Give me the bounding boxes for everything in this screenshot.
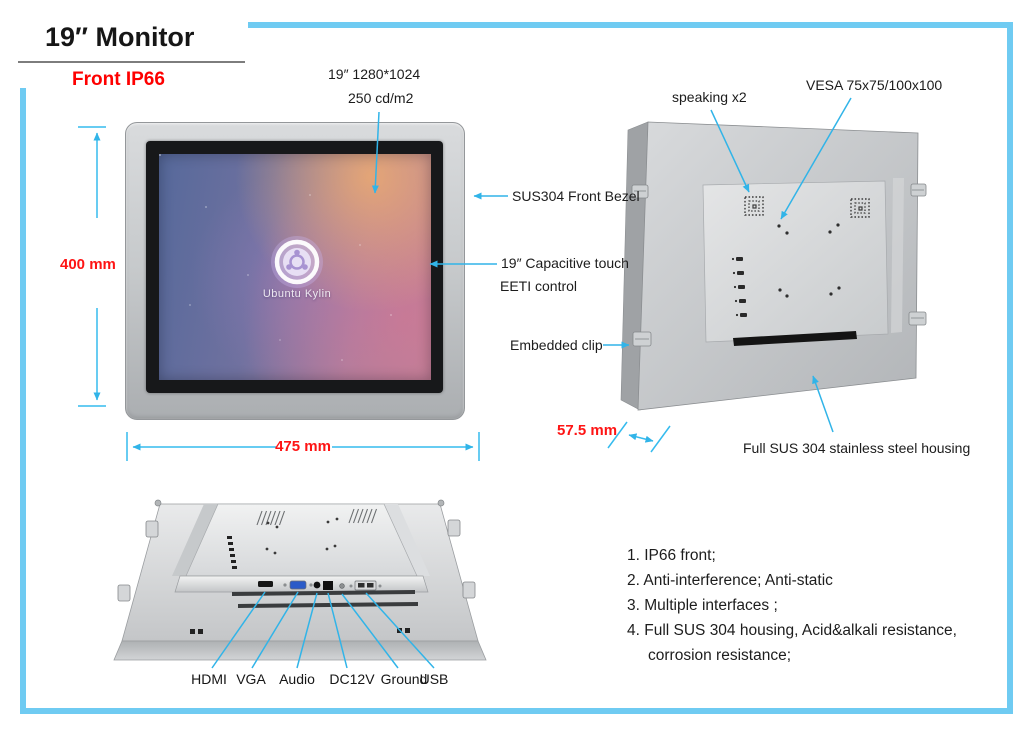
rear-clips	[631, 183, 927, 347]
rear-speaker-grille-right	[850, 198, 870, 218]
vga-port	[289, 580, 307, 590]
touch-callout-label-line1: 19″ Capacitive touch	[501, 255, 629, 271]
bottom-bezel-marks	[190, 628, 410, 634]
usb-slot-2	[367, 583, 374, 588]
leader-ground	[341, 593, 399, 669]
height-dimension-label: 400 mm	[60, 256, 116, 273]
leader-hdmi	[211, 591, 266, 669]
port-label-dc12v: DC12V	[329, 671, 375, 687]
feature-item-2: 2. Anti-interference; Anti-static	[627, 572, 833, 589]
rear-right-band	[891, 178, 904, 333]
bottom-front-skirt	[113, 640, 487, 661]
housing-callout-label: Full SUS 304 stainless steel housing	[743, 440, 971, 456]
callout-arrow-vesa	[780, 97, 852, 220]
callout-arrow-housing	[812, 375, 834, 433]
bottom-port-face	[174, 575, 429, 593]
rear-housing	[637, 121, 919, 411]
embedded-clip-callout-label: Embedded clip	[510, 337, 603, 353]
rear-label-strip	[733, 331, 857, 346]
vesa-callout-label: VESA 75x75/100x100	[806, 77, 943, 93]
usb-screw-right	[378, 584, 382, 588]
port-label-ground: Ground	[380, 671, 428, 687]
bottom-flange	[121, 503, 479, 642]
frame-bar-right	[1007, 22, 1013, 714]
port-label-vga: VGA	[236, 671, 266, 687]
usb-slot-1	[358, 583, 365, 588]
audio-port	[313, 581, 321, 589]
feature-item-3: 3. Multiple interfaces ;	[627, 597, 778, 614]
leader-vga	[251, 591, 299, 669]
rear-raised-panel	[702, 180, 889, 343]
feature-item-4: 4. Full SUS 304 housing, Acid&alkali res…	[627, 622, 957, 639]
dim-depth-arrow-right	[640, 435, 654, 443]
usb-screw-left	[349, 584, 353, 588]
ubuntu-kylin-logo-icon	[271, 236, 323, 288]
bottom-box-right-side	[384, 504, 430, 576]
rear-view-graphic	[620, 121, 927, 411]
port-label-usb: USB	[419, 671, 449, 687]
speaker-callout-label: speaking x2	[672, 89, 747, 105]
dc12v-port	[323, 581, 333, 590]
ground-screw	[339, 583, 345, 589]
vga-screw-left	[283, 583, 287, 587]
touch-callout-label-line2: EETI control	[500, 278, 578, 294]
feature-list: 1. IP66 front; 2. Anti-interference; Ant…	[627, 543, 957, 668]
bottom-osd-buttons	[227, 536, 237, 569]
usb-port	[354, 580, 377, 591]
spec-resolution-label: 19″ 1280*1024	[328, 66, 421, 82]
leader-audio	[296, 592, 318, 669]
frame-bar-top	[248, 22, 1013, 28]
leader-usb	[365, 592, 435, 669]
rear-vesa-holes	[777, 223, 841, 298]
rear-osd-buttons	[731, 257, 747, 317]
spec-brightness-label: 250 cd/m2	[348, 90, 414, 106]
page-title: 19″ Monitor	[45, 22, 195, 52]
vga-screw-right	[309, 583, 313, 587]
width-dimension-label: 475 mm	[275, 438, 331, 455]
port-label-audio: Audio	[279, 671, 315, 687]
bezel-callout-label: SUS304 Front Bezel	[512, 188, 640, 204]
port-label-hdmi: HDMI	[191, 671, 227, 687]
bottom-view-graphic	[113, 499, 487, 661]
subtitle-front-ip66: Front IP66	[72, 69, 165, 90]
rear-speaker-grille-left	[744, 196, 764, 216]
bottom-clips	[117, 519, 476, 602]
dim-depth-tick-right	[650, 425, 671, 453]
vent-slot-1	[232, 590, 415, 596]
feature-item-1: 1. IP66 front;	[627, 547, 716, 564]
bottom-speaker-grille-left	[256, 510, 286, 526]
bottom-box-left-side	[172, 504, 218, 576]
screen-brand-text: Ubuntu Kylin	[262, 288, 332, 300]
leader-dc12v	[327, 592, 348, 669]
hdmi-port	[258, 581, 273, 587]
bottom-vesa-holes	[265, 517, 339, 555]
bottom-speaker-grille-right	[348, 508, 378, 524]
dim-depth-arrow-left	[628, 433, 642, 441]
title-underline	[18, 61, 245, 63]
bottom-bolt-left	[154, 499, 162, 507]
frame-bar-left	[20, 88, 26, 708]
bottom-rear-box	[185, 503, 418, 577]
depth-dimension-label: 57.5 mm	[557, 422, 618, 439]
callout-arrow-speaker	[710, 109, 750, 193]
bottom-bolt-right	[437, 499, 445, 507]
frame-bar-bottom	[20, 708, 1013, 714]
vent-slot-2	[238, 602, 418, 608]
feature-item-4-continued: corrosion resistance;	[648, 647, 792, 664]
wallpaper-stars	[159, 154, 161, 156]
